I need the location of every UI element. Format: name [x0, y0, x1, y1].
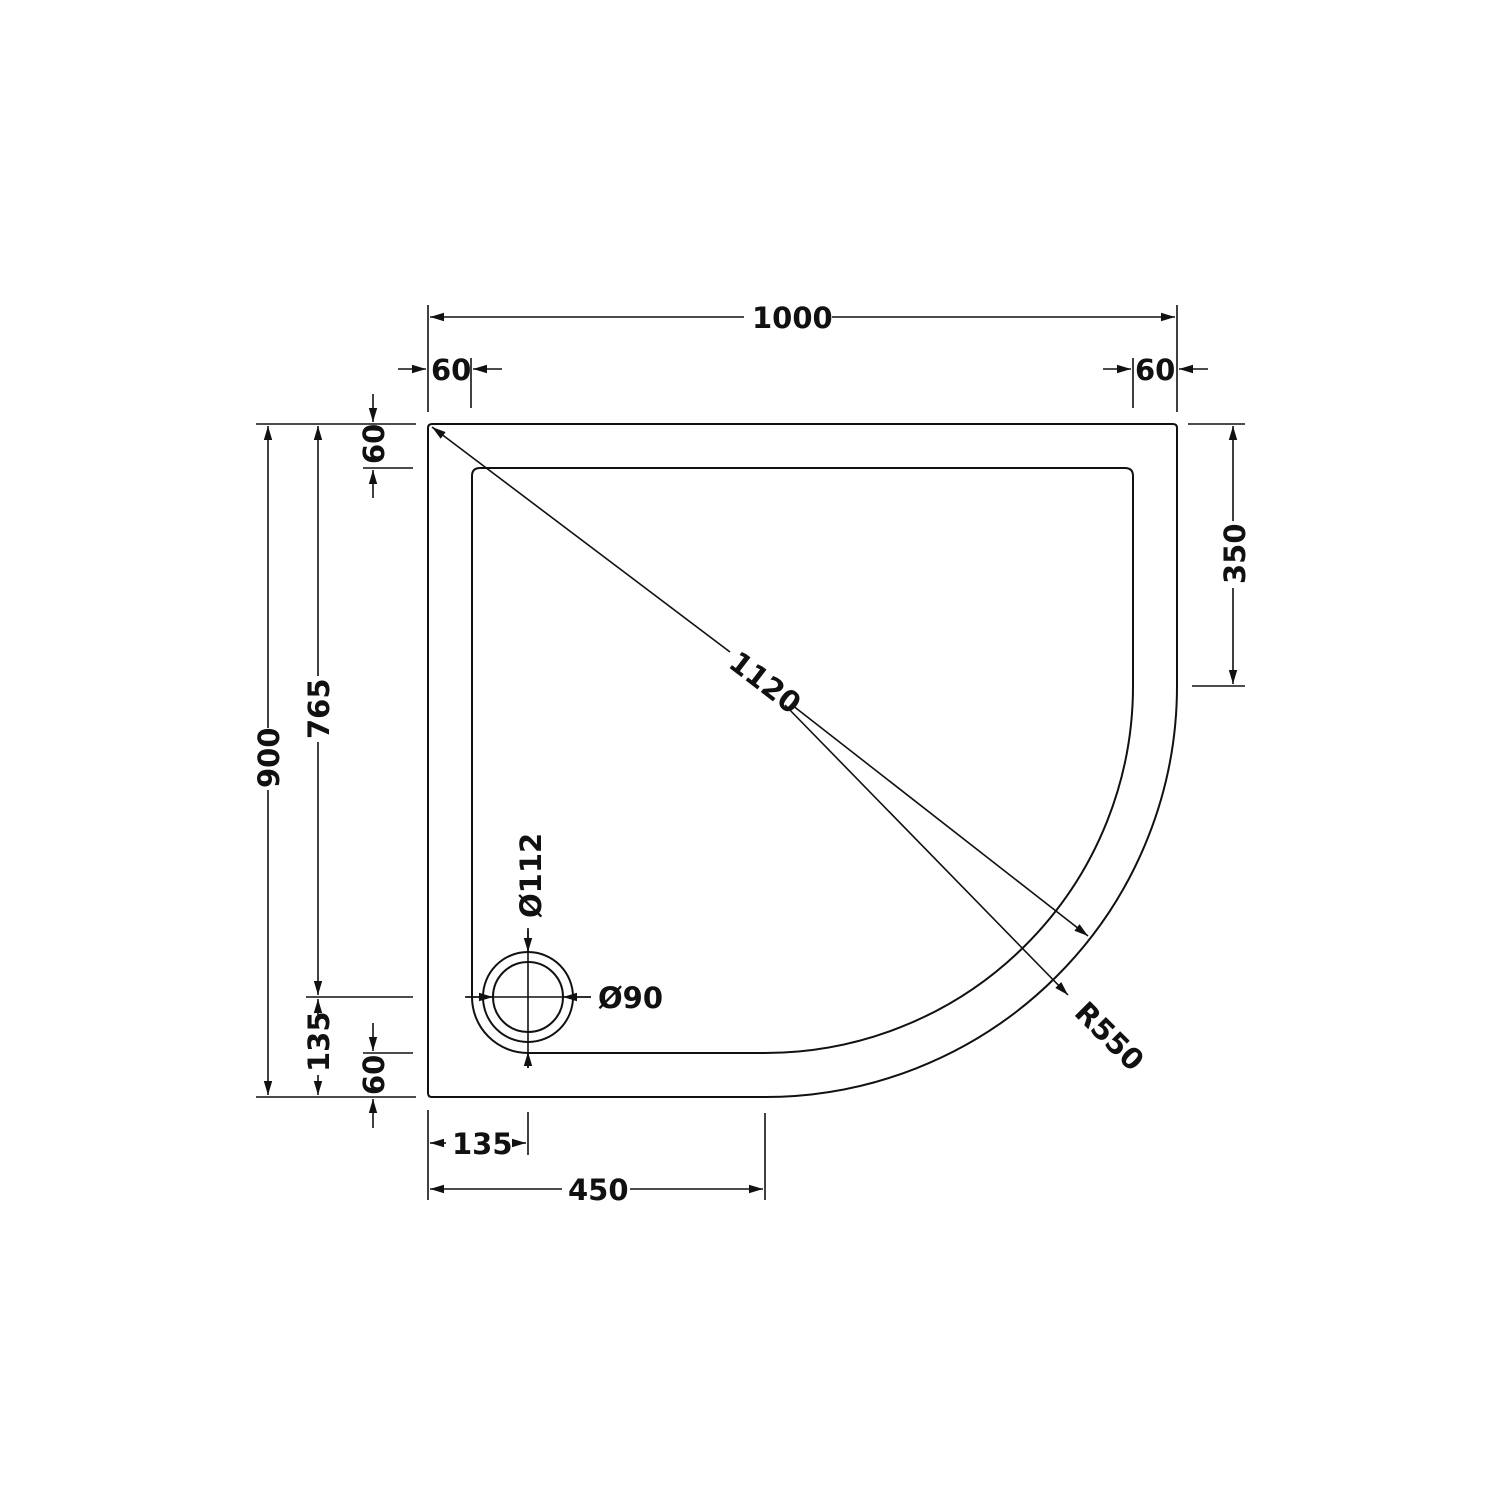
bottom-rim-depth-label: 60 — [357, 1055, 391, 1095]
overall-depth-label: 900 — [252, 727, 286, 788]
tray-inner-outline — [471, 467, 1134, 1054]
inner-depth-dimension — [306, 426, 413, 998]
top-rim-depth-dimension — [363, 394, 413, 498]
waste-outlet — [465, 928, 591, 1068]
overall-width-dimension — [427, 305, 1178, 412]
straight-bottom-length-dimension — [430, 1113, 766, 1200]
straight-bottom-length-label: 450 — [568, 1173, 629, 1207]
right-rim-width-label: 60 — [1135, 353, 1175, 387]
diagonal-dimension — [431, 426, 1089, 937]
right-rim-width-dimension — [1103, 358, 1208, 408]
waste-inner-diameter-label: Ø90 — [598, 981, 663, 1015]
radius-label: R550 — [1068, 995, 1151, 1078]
diagonal-label: 1120 — [723, 645, 808, 721]
waste-from-bottom-label: 135 — [302, 1011, 336, 1072]
straight-right-length-label: 350 — [1218, 523, 1252, 584]
top-rim-depth-label: 60 — [357, 424, 391, 464]
inner-depth-label: 765 — [302, 678, 336, 739]
overall-width-label: 1000 — [752, 301, 833, 335]
tray-outer-outline — [427, 423, 1178, 1098]
straight-right-length-dimension — [1188, 423, 1245, 687]
radius-dimension — [784, 704, 1069, 996]
left-rim-width-dimension — [398, 358, 502, 408]
waste-from-left-label: 135 — [452, 1127, 513, 1161]
left-rim-width-label: 60 — [431, 353, 471, 387]
overall-depth-dimension — [256, 423, 416, 1098]
waste-from-left-dimension — [427, 1110, 529, 1200]
waste-outer-diameter-label: Ø112 — [514, 833, 548, 918]
bottom-rim-depth-dimension — [363, 1023, 413, 1128]
